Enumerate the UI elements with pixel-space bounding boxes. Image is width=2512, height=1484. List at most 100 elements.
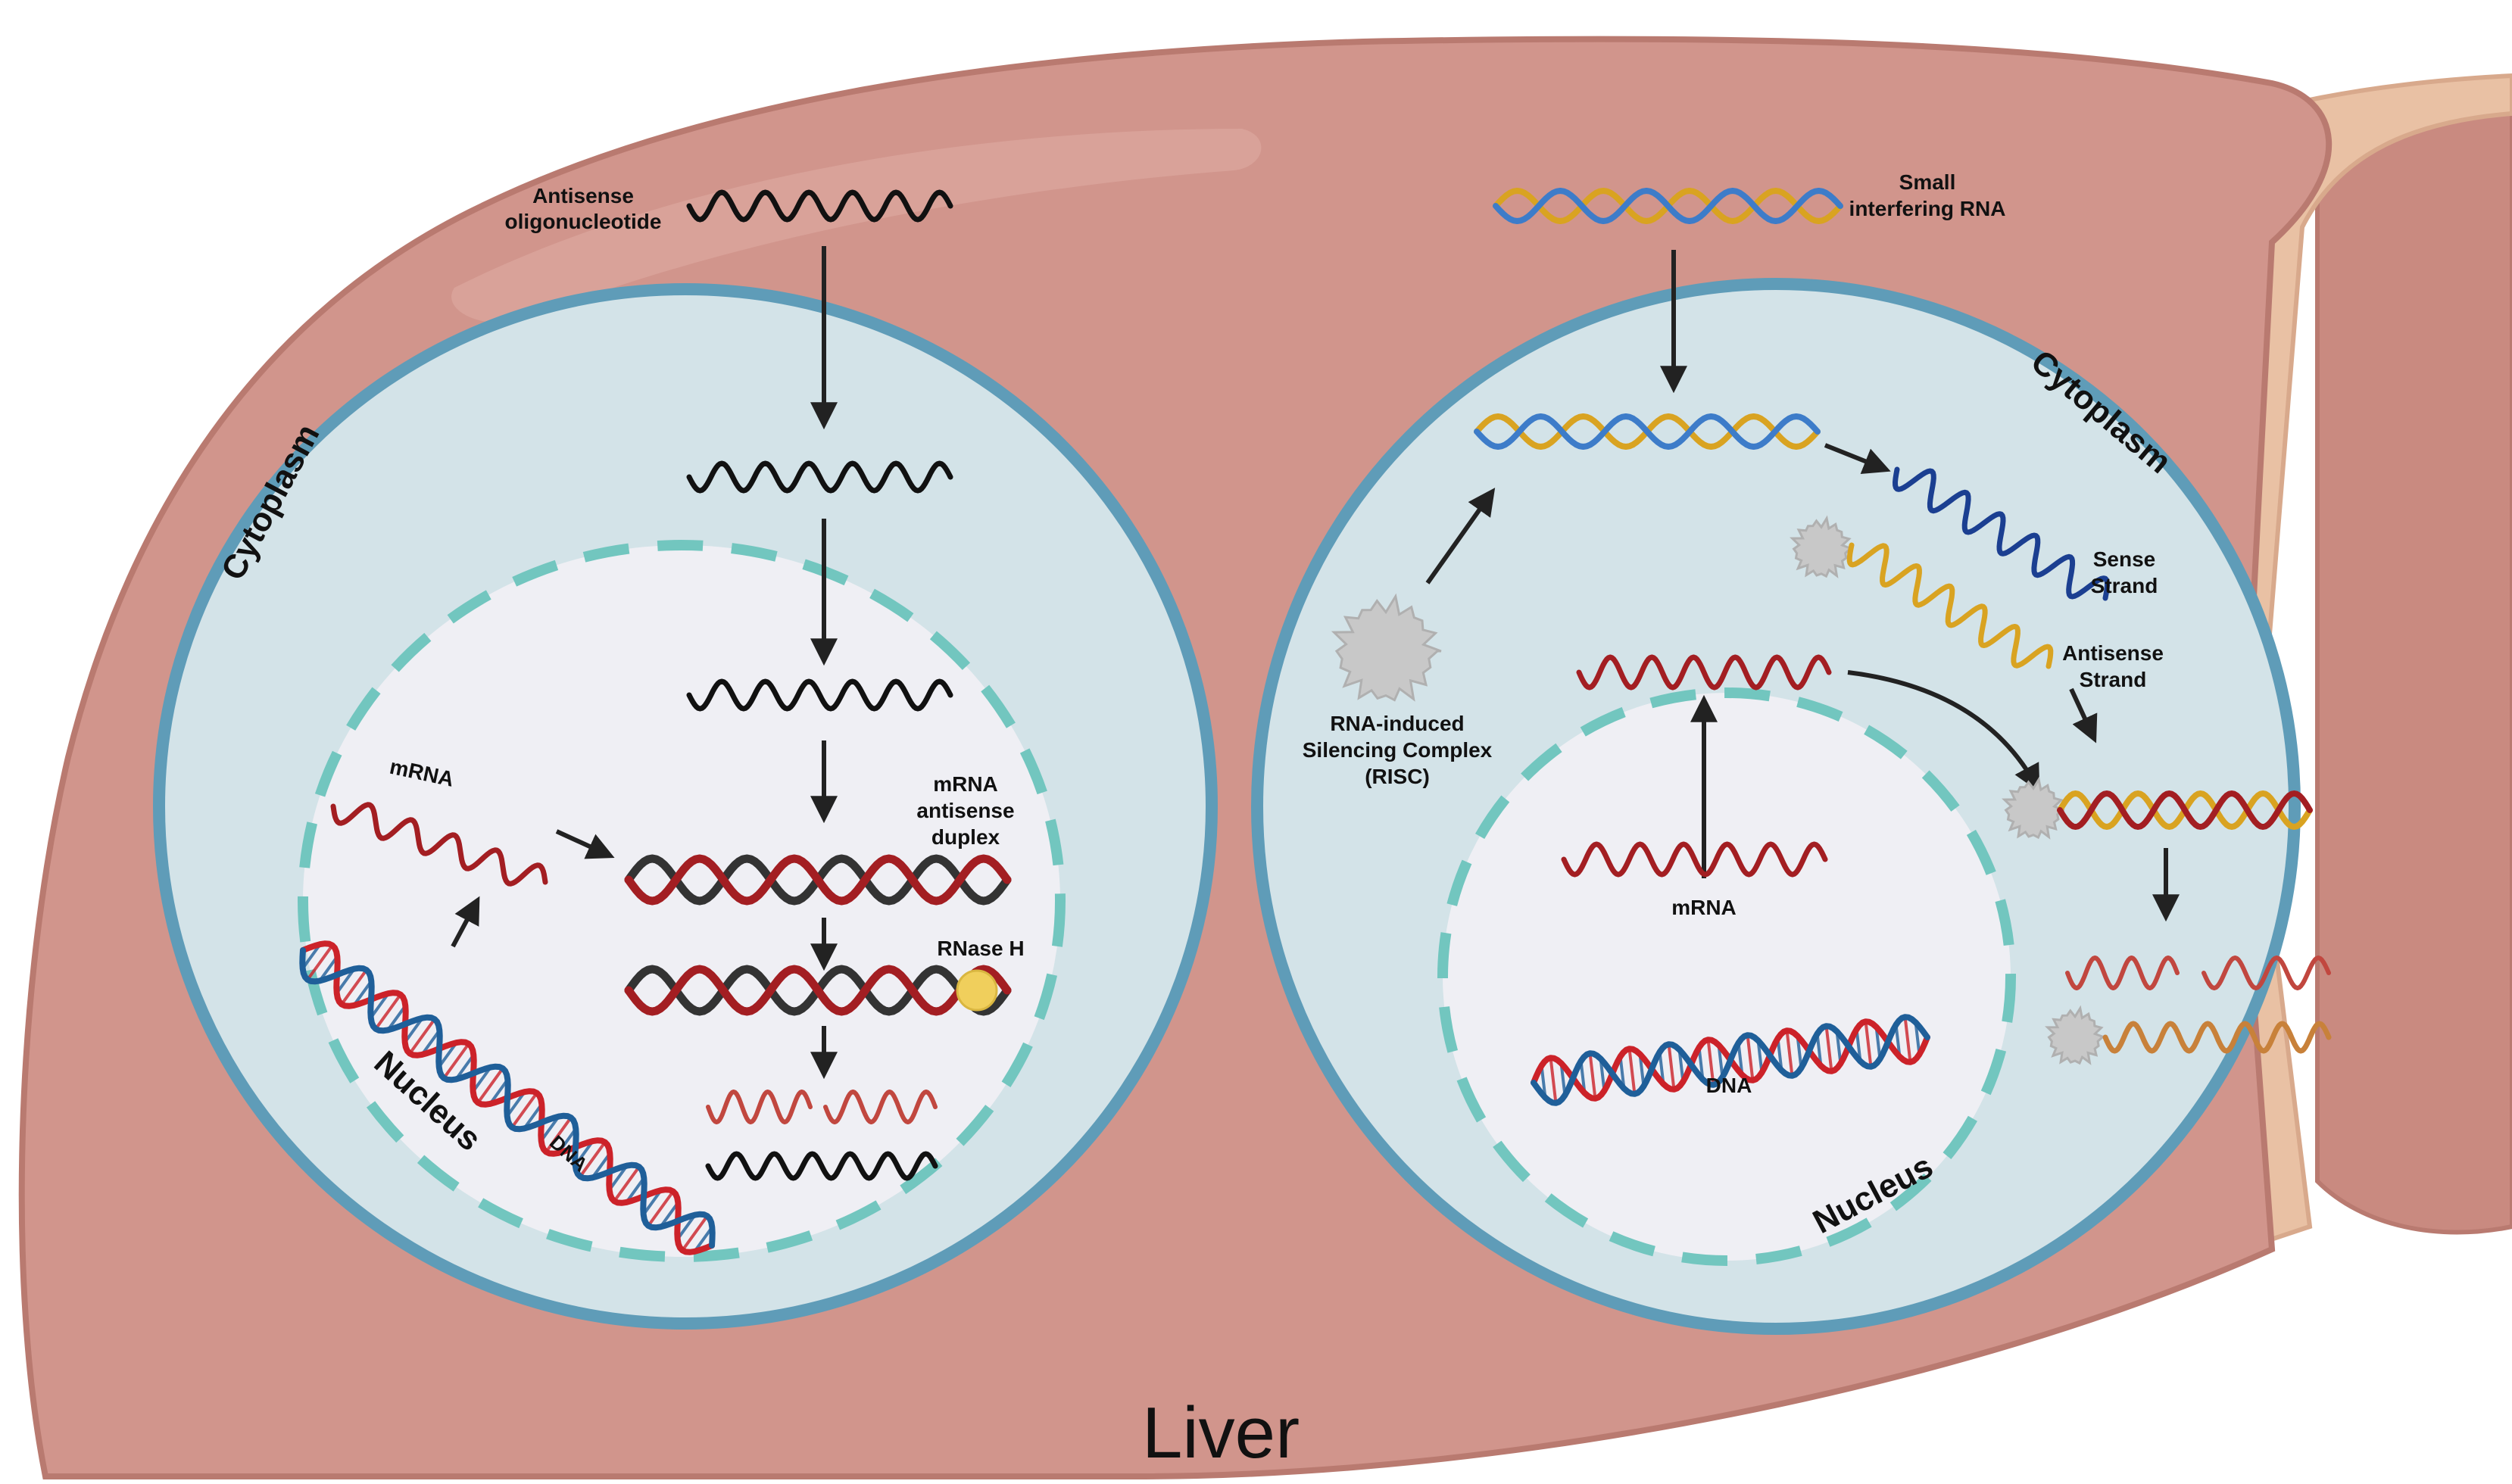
right-dna-helix-base-pair [1697, 1047, 1705, 1080]
right-cleaved-fragment-1 [2065, 956, 2180, 990]
right-dna-helix-base-pair [1756, 1040, 1764, 1073]
right-dna-label: DNA [1706, 1074, 1752, 1097]
liver-highlight [451, 129, 1262, 323]
sirna-label-line2: interfering RNA [1849, 197, 2006, 220]
left-dna-helix-base-pair [408, 1018, 436, 1055]
risc-complex [1331, 593, 1442, 702]
right-dna-helix-base-pair [1549, 1057, 1558, 1104]
sirna-incoming-helix-strand-a [1493, 188, 1843, 224]
aso-strand-cytoplasm [686, 460, 953, 494]
right-dna-helix-base-pair [1894, 1024, 1902, 1057]
left-dna-helix-base-pair [647, 1190, 675, 1227]
left-dna-helix-base-pair [659, 1202, 679, 1228]
right-dna-helix-base-pair [1627, 1048, 1637, 1095]
left-dna-helix-base-pair [438, 1041, 458, 1068]
left-dna-helix-base-pair [370, 992, 390, 1019]
organ-label: Liver [1142, 1392, 1300, 1473]
left-dna-helix-base-pair [613, 1165, 641, 1202]
right-dna-helix-strand-a [1531, 1014, 1930, 1106]
aso-strand-nucleus [686, 678, 953, 712]
sirna-cytoplasm-helix-strand-a [1474, 413, 1821, 450]
left-dna-helix-base-pair [681, 1214, 709, 1252]
sense-label-line1: Sense [2093, 547, 2156, 571]
sense-label-line2: Strand [2091, 574, 2158, 597]
left-dna-helix-base-pair [693, 1226, 713, 1253]
risc-label-line2: Silencing Complex [1303, 738, 1493, 762]
right-dna-helix-base-pair [1599, 1058, 1606, 1091]
left-dna-helix-base-pair [557, 1127, 577, 1155]
right-dna-helix-base-pair [1658, 1052, 1665, 1084]
left-dna-helix-base-pair [579, 1141, 607, 1178]
left-dna-helix-base-pair [404, 1017, 424, 1043]
right-dna-helix-base-pair [1874, 1027, 1882, 1059]
left-dna-helix-base-pair [386, 1005, 407, 1031]
rnase-duplex-helix-strand-a [624, 965, 1012, 1016]
right-dna-helix-base-pair [1737, 1043, 1744, 1075]
arrow-risc-to-sirna [1425, 488, 1496, 585]
arrow-sirna-unwind [1824, 443, 1891, 475]
left-dna-helix-strand-a [299, 947, 716, 1249]
left-dna-helix-base-pair [472, 1066, 492, 1093]
right-dna-helix-base-pair [1746, 1034, 1755, 1081]
right-dna-helix-base-pair [1588, 1052, 1597, 1099]
rnase-h-enzyme [956, 969, 998, 1012]
right-dna-helix-base-pair [1540, 1065, 1547, 1098]
left-dna-helix-base-pair [476, 1067, 504, 1104]
arrow-mrna-to-risc [1847, 670, 2040, 793]
right-dna-helix-base-pair [1618, 1056, 1626, 1089]
right-dna-helix-base-pair [1579, 1061, 1587, 1093]
arrow-mrna-to-duplex [555, 829, 615, 859]
released-aso-strand [705, 1151, 938, 1181]
left-dna-helix-base-pair [574, 1140, 594, 1167]
right-dna-helix-base-pair [1835, 1031, 1843, 1064]
antisense-label-line2: Strand [2080, 668, 2147, 691]
cleaved-mrna-fragment-1 [706, 1090, 813, 1124]
duplex-label-line1: mRNA [933, 772, 998, 796]
antisense-label-line1: Antisense [2062, 641, 2164, 665]
risc-complex-released [2045, 1005, 2105, 1065]
risc-complex-bound [2002, 776, 2065, 840]
diagram-marks [299, 188, 2332, 1255]
right-dna-helix-base-pair [1864, 1021, 1873, 1068]
cleaved-mrna-fragment-2 [823, 1090, 938, 1124]
left-dna-helix-base-pair [506, 1090, 526, 1118]
left-dna-helix-base-pair [625, 1177, 645, 1204]
left-dna-helix-base-pair [442, 1043, 470, 1080]
left-dna-helix-base-pair [488, 1078, 509, 1105]
left-dna-helix-base-pair [676, 1214, 697, 1240]
right-dna-helix-base-pair [1677, 1049, 1685, 1082]
left-dna-helix-base-pair [591, 1152, 611, 1179]
left-dna-helix-base-pair [608, 1164, 629, 1191]
arrow-antisense-to-risc [2069, 687, 2098, 744]
left-dna-helix-base-pair [318, 956, 339, 982]
left-dna-helix-base-pair [523, 1103, 543, 1130]
liver-lobe-right [2315, 88, 2512, 1235]
left-dna-helix-base-pair [374, 993, 402, 1030]
left-dna-helix-base-pair [510, 1092, 538, 1129]
sense-strand [1893, 466, 2110, 601]
left-dna-helix-base-pair [340, 968, 368, 1005]
right-dna-helix-base-pair [1776, 1038, 1783, 1071]
left-mrna-strand [330, 802, 548, 887]
aso-label-line2: oligonucleotide [505, 210, 662, 233]
left-dna-helix-base-pair [420, 1029, 441, 1056]
right-nucleus [1437, 687, 2016, 1266]
risc-label-line3: (RISC) [1365, 765, 1430, 788]
right-dna-helix-base-pair [1559, 1063, 1567, 1096]
left-cell [153, 283, 1218, 1330]
duplex-label-line2: antisense [916, 799, 1014, 822]
left-dna-helix-base-pair [545, 1116, 573, 1153]
rnase-label: RNase H [937, 937, 1024, 960]
right-dna-helix-base-pair [1855, 1029, 1862, 1062]
left-nucleus [298, 540, 1066, 1262]
right-dna-helix-base-pair [1815, 1034, 1823, 1066]
right-mrna-nucleus [1561, 841, 1828, 878]
risc-mrna-duplex-strand-a [2057, 790, 2313, 830]
risc-complex-antisense [1790, 515, 1853, 578]
arrow-dna-to-mrna [451, 896, 480, 948]
right-dna-helix-base-pair [1914, 1022, 1921, 1055]
right-dna-helix-base-pair [1667, 1043, 1676, 1090]
left-dna-helix-base-pair [540, 1115, 560, 1142]
aso-label-line1: Antisense [532, 184, 634, 207]
